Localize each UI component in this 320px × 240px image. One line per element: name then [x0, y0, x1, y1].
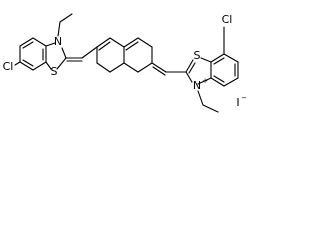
bond: [96, 37, 111, 48]
bond: [223, 77, 239, 87]
bond: [45, 42, 56, 47]
double-bond: [213, 75, 225, 83]
double-bond: [188, 62, 196, 74]
right-benzothiazolium: [185, 26, 239, 113]
hexahydronaphthalene-core: [96, 37, 153, 73]
left-nitrogen-label: N: [54, 35, 62, 48]
bond: [56, 57, 67, 70]
bond: [210, 53, 225, 63]
bond: [202, 104, 219, 113]
left-chlorine-label: Cl: [3, 60, 14, 73]
bond: [81, 46, 98, 59]
bond: [32, 37, 47, 47]
left-sulfur-label: S: [51, 65, 58, 78]
bond: [19, 37, 34, 47]
bond: [185, 71, 193, 83]
left-benzothiazole: [14, 13, 73, 71]
bond: [123, 62, 139, 73]
bond: [197, 90, 204, 106]
double-bond: [152, 66, 166, 76]
bond: [59, 13, 73, 23]
right-methine-bridge: [151, 62, 187, 76]
double-bond: [151, 62, 167, 73]
bond: [61, 47, 67, 59]
bond: [200, 57, 212, 63]
double-bond: [22, 41, 34, 49]
left-methine-bridge: [65, 46, 98, 62]
bond: [109, 37, 125, 48]
bond: [19, 61, 34, 71]
right-nitrogen-label: N: [193, 79, 201, 92]
bond: [137, 62, 153, 73]
bond: [197, 77, 212, 85]
bond: [96, 62, 111, 73]
bond: [210, 77, 225, 87]
bond: [32, 61, 47, 71]
right-sulfur-label: S: [194, 49, 201, 62]
bond: [14, 61, 21, 66]
bond: [137, 37, 153, 48]
bond: [109, 62, 125, 73]
chemical-structure-diagram: Cl N S: [3, 13, 247, 113]
nitrogen-positive-charge: +: [202, 77, 208, 85]
bond: [45, 61, 52, 70]
double-bond: [22, 59, 34, 67]
double-bond: [98, 41, 111, 51]
bond: [57, 21, 61, 37]
bond: [123, 37, 139, 48]
double-bond: [213, 57, 225, 65]
double-bond: [125, 41, 139, 51]
iodide-counter-ion-label: I: [236, 96, 239, 109]
bond: [223, 53, 239, 63]
right-chlorine-label: Cl: [222, 13, 233, 26]
bond: [185, 59, 194, 73]
iodide-negative-charge: −: [241, 94, 247, 102]
